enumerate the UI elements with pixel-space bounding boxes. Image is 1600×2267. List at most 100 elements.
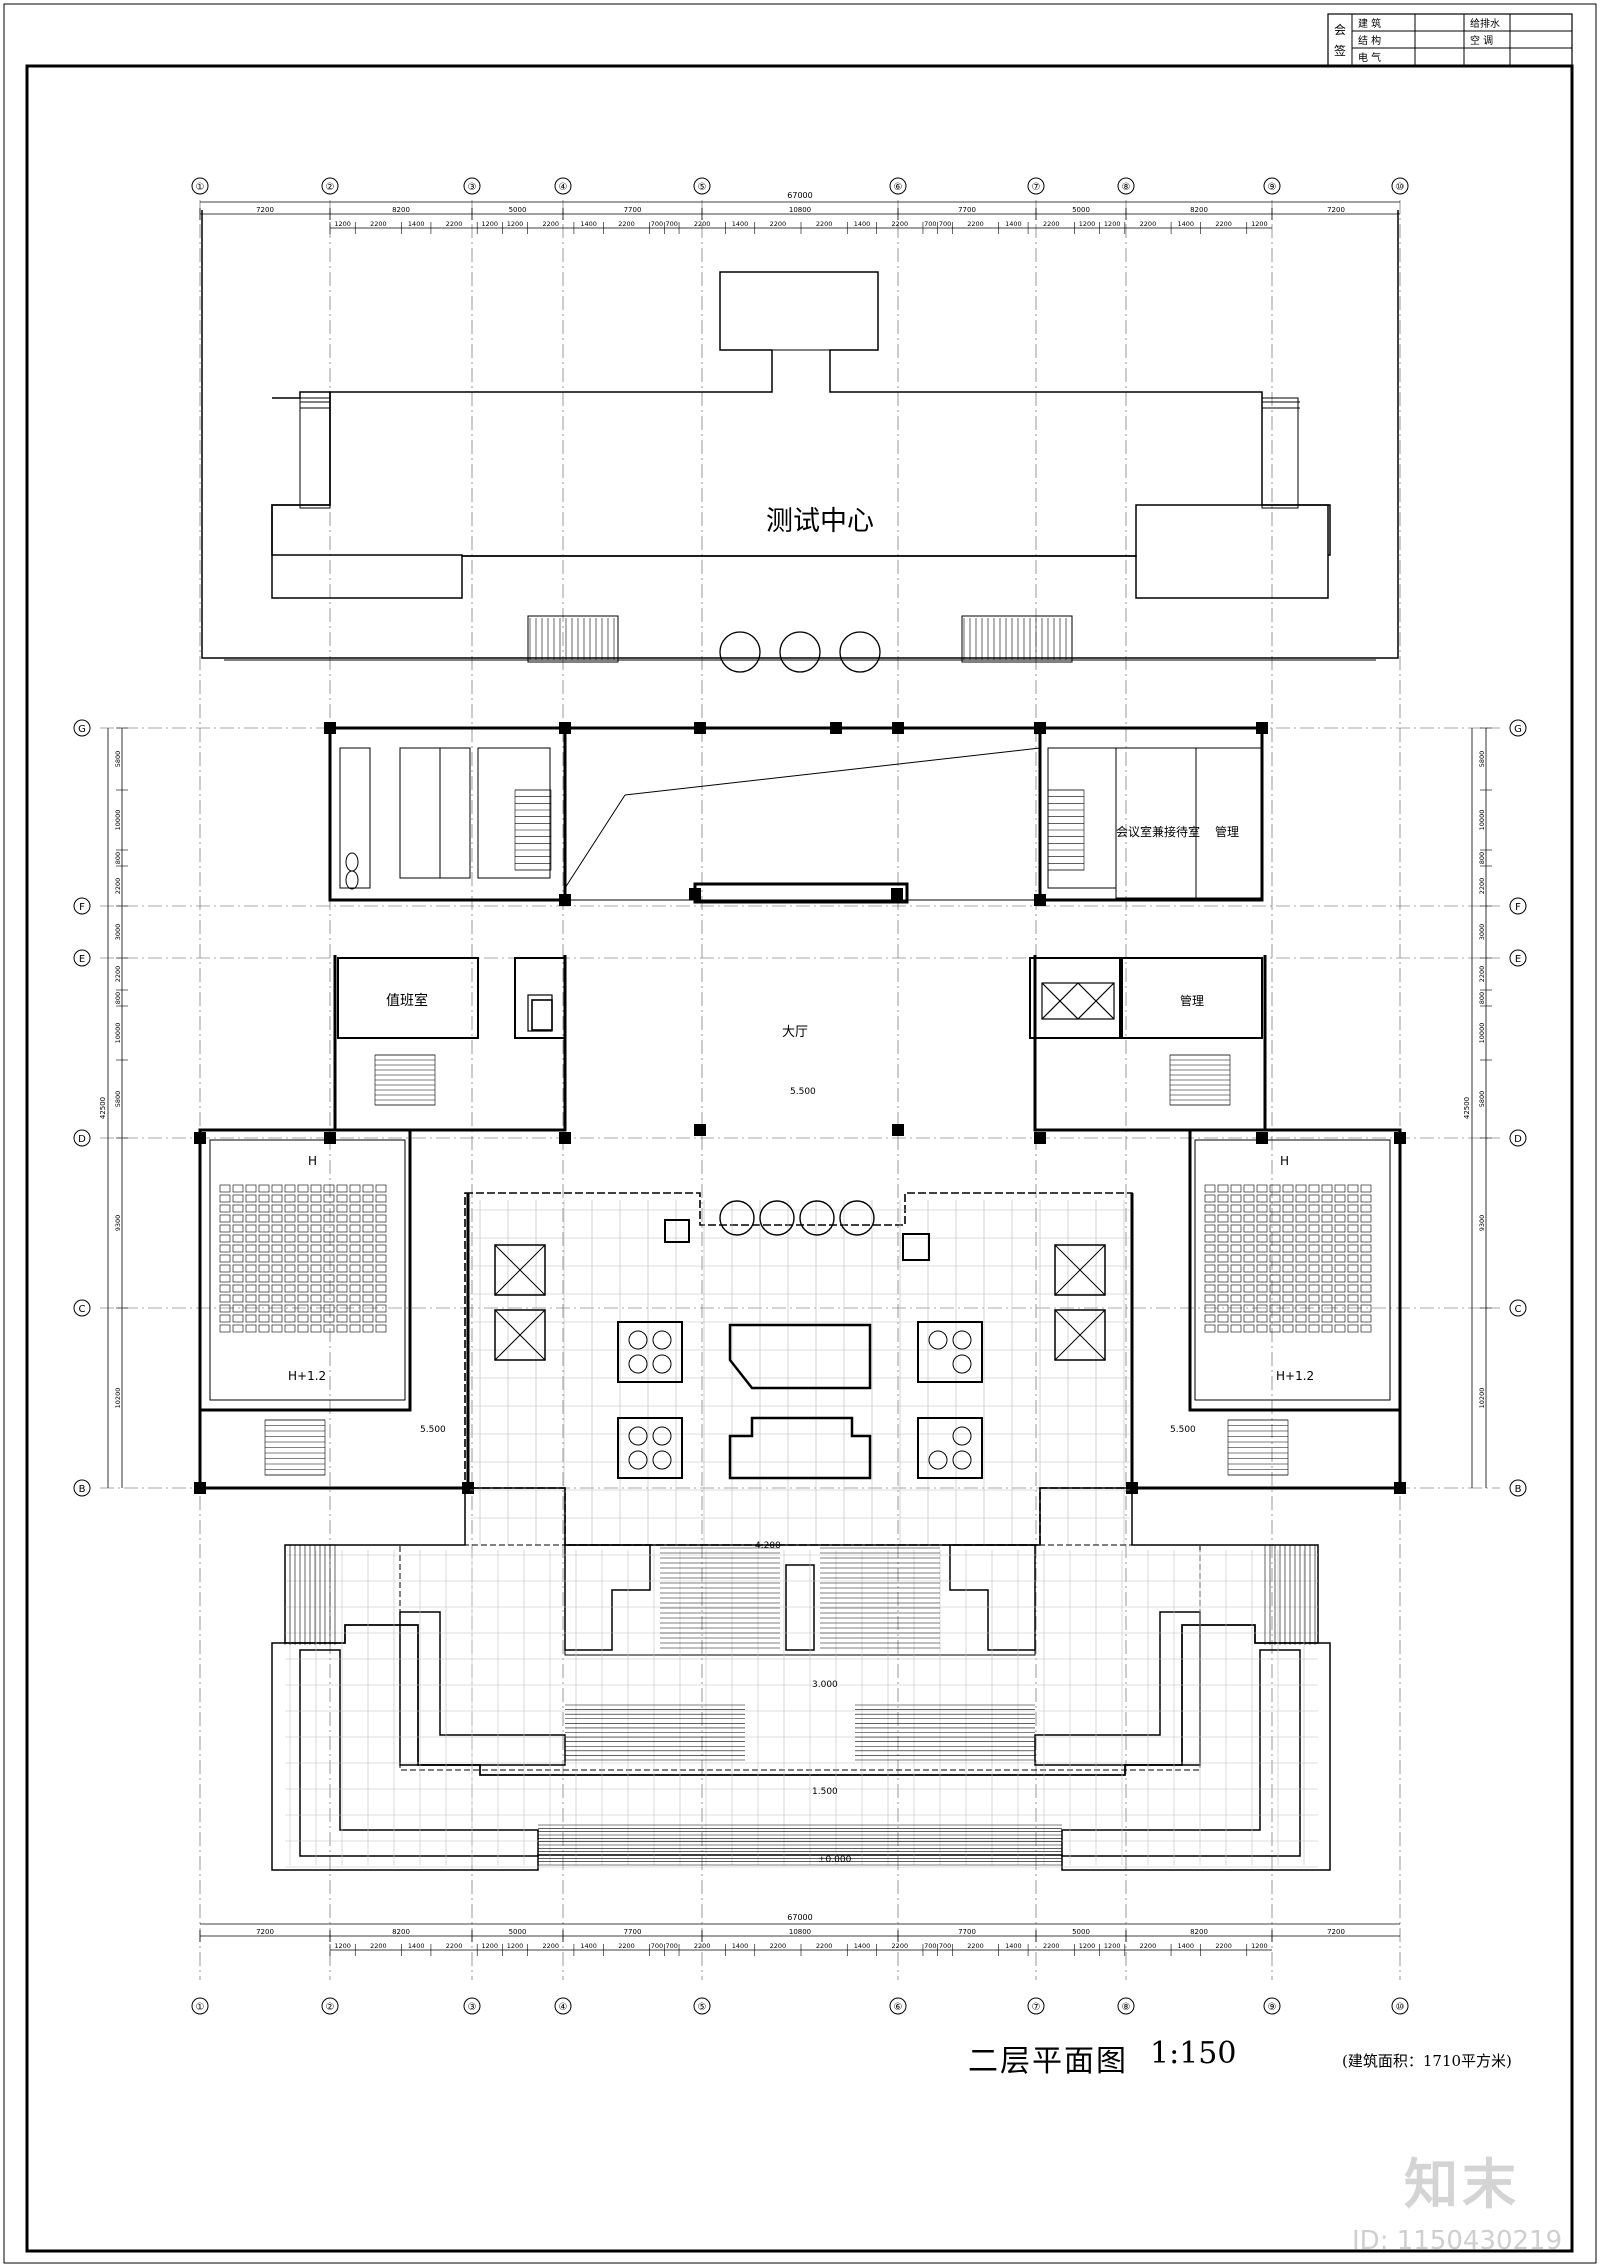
brand-watermark: 知末 bbox=[1404, 2153, 1520, 2216]
axis-bubble-left-B: B bbox=[73, 1479, 91, 1497]
dim-top-bay-5: 10800 bbox=[789, 206, 811, 214]
dim-top-sub-5: 1200 bbox=[482, 220, 499, 228]
column-5 bbox=[892, 722, 904, 734]
dim-top-sub-21: 1400 bbox=[1005, 220, 1022, 228]
dim-bottom-sub-19: 700 bbox=[939, 1942, 951, 1950]
column-18 bbox=[194, 1132, 206, 1144]
dim-left-seg-5: 3000 bbox=[114, 924, 122, 941]
inner-frame bbox=[25, 64, 1574, 2253]
svg-text:⑤: ⑤ bbox=[698, 2002, 707, 2013]
dim-bottom-sub-4: 2200 bbox=[446, 1942, 463, 1950]
dim-left-seg-8: 10000 bbox=[114, 1023, 122, 1044]
dim-right-seg-10: 9300 bbox=[1478, 1215, 1486, 1232]
svg-text:⑨: ⑨ bbox=[1268, 182, 1277, 193]
dim-top-sub-2: 2200 bbox=[370, 220, 387, 228]
main-building-walls bbox=[198, 726, 1402, 1490]
level-markers: 5.500 5.500 5.500 4.200 3.000 1.500 ±0.0… bbox=[420, 1087, 1196, 1865]
dim-right-seg-4: 2200 bbox=[1478, 878, 1486, 895]
dim-top-sub-23: 1200 bbox=[1079, 220, 1096, 228]
svg-text:⑥: ⑥ bbox=[894, 182, 903, 193]
dim-top-sub-9: 2200 bbox=[618, 220, 635, 228]
axis-bubble-bottom-5: ⑤ bbox=[693, 1997, 711, 2015]
lecture-seating-right bbox=[1204, 1184, 1372, 1333]
lecture-right-stage: H bbox=[1280, 1154, 1289, 1168]
column-12 bbox=[559, 1132, 571, 1144]
dim-top-bay-1: 7200 bbox=[256, 206, 274, 214]
dim-left-seg-9: 5800 bbox=[114, 1091, 122, 1108]
dim-bottom-sub-18: 700 bbox=[924, 1942, 936, 1950]
dim-top-sub-6: 1200 bbox=[507, 220, 524, 228]
svg-text:C: C bbox=[1515, 1304, 1522, 1315]
dim-left-seg-6: 2200 bbox=[114, 966, 122, 983]
dim-bottom-sub-16: 1400 bbox=[854, 1942, 871, 1950]
dim-top-sub-10: 700 bbox=[651, 220, 663, 228]
axis-bubble-bottom-2: ② bbox=[321, 1997, 339, 2015]
dim-bottom-bay-1: 7200 bbox=[256, 1928, 274, 1936]
dim-right-seg-1: 5800 bbox=[1478, 751, 1486, 768]
dim-right-seg-8: 10000 bbox=[1478, 1023, 1486, 1044]
dim-bottom-sub-26: 1400 bbox=[1178, 1942, 1195, 1950]
dim-bottom-sub-12: 2200 bbox=[694, 1942, 711, 1950]
dim-top-bay-2: 8200 bbox=[392, 206, 410, 214]
dim-right-seg-3: 800 bbox=[1478, 852, 1486, 864]
dim-bottom-sub-2: 2200 bbox=[370, 1942, 387, 1950]
axis-bubble-left-E: E bbox=[73, 949, 91, 967]
dim-bottom-overall: 67000 bbox=[787, 1913, 812, 1922]
dim-top-overall: 67000 bbox=[787, 191, 812, 200]
svg-text:D: D bbox=[78, 1134, 86, 1145]
dim-right-seg-7: 800 bbox=[1478, 992, 1486, 1004]
drawing-title: 二层平面图 bbox=[968, 2044, 1128, 2079]
axis-bubble-bottom-8: ⑧ bbox=[1117, 1997, 1135, 2015]
axis-bubble-right-F: F bbox=[1509, 897, 1527, 915]
dim-bottom-sub-21: 1400 bbox=[1005, 1942, 1022, 1950]
svg-text:F: F bbox=[1515, 902, 1521, 913]
dim-bottom-sub-20: 2200 bbox=[967, 1942, 984, 1950]
dim-top-sub-3: 1400 bbox=[408, 220, 425, 228]
svg-text:B: B bbox=[79, 1484, 86, 1495]
dim-top-bay-8: 8200 bbox=[1190, 206, 1208, 214]
axis-bubble-bottom-7: ⑦ bbox=[1027, 1997, 1045, 2015]
svg-text:F: F bbox=[79, 902, 85, 913]
dim-top-bay-3: 5000 bbox=[509, 206, 527, 214]
dim-bottom-sub-24: 1200 bbox=[1104, 1942, 1121, 1950]
room-label-management-1: 管理 bbox=[1215, 824, 1239, 839]
dim-left-seg-1: 5800 bbox=[114, 751, 122, 768]
svg-text:⑧: ⑧ bbox=[1122, 182, 1131, 193]
signoff-table: 会 签 建 筑 结 构 电 气 给排水 空 调 bbox=[1327, 13, 1573, 67]
terrace-paving-grid bbox=[285, 1550, 1318, 1868]
axis-bubble-right-E: E bbox=[1509, 949, 1527, 967]
dim-right-seg-6: 2200 bbox=[1478, 966, 1486, 983]
axis-bubble-bottom-4: ④ bbox=[554, 1997, 572, 2015]
column-2 bbox=[559, 722, 571, 734]
dim-bottom-bay-8: 8200 bbox=[1190, 1928, 1208, 1936]
dim-bottom-sub-9: 2200 bbox=[618, 1942, 635, 1950]
room-label-hall: 大厅 bbox=[782, 1025, 808, 1040]
dim-bottom-sub-6: 1200 bbox=[507, 1942, 524, 1950]
structural-columns bbox=[194, 722, 1406, 1494]
dimension-chain-right: 4250058001000080022003000220080010000580… bbox=[1463, 727, 1492, 1488]
dim-top-sub-12: 2200 bbox=[694, 220, 711, 228]
dim-bottom-sub-15: 2200 bbox=[816, 1942, 833, 1950]
level-left-wing: 5.500 bbox=[420, 1425, 446, 1435]
dim-bottom-sub-23: 1200 bbox=[1079, 1942, 1096, 1950]
column-7 bbox=[1256, 722, 1268, 734]
column-9 bbox=[689, 888, 701, 900]
svg-text:⑦: ⑦ bbox=[1032, 182, 1041, 193]
dim-left-seg-3: 800 bbox=[114, 852, 122, 864]
svg-text:⑧: ⑧ bbox=[1122, 2002, 1131, 2013]
column-16 bbox=[324, 1132, 336, 1144]
signoff-row1-right: 给排水 bbox=[1470, 17, 1500, 30]
lecture-right-rear: H+1.2 bbox=[1276, 1369, 1314, 1383]
dim-bottom-bay-2: 8200 bbox=[392, 1928, 410, 1936]
column-17 bbox=[1256, 1132, 1268, 1144]
signoff-label-1: 会 bbox=[1334, 23, 1346, 37]
room-label-meeting: 会议室兼接待室 bbox=[1116, 824, 1200, 839]
signoff-row3-left: 电 气 bbox=[1358, 51, 1381, 64]
building-area-note: (建筑面积：1710平方米) bbox=[1342, 2052, 1512, 2070]
column-21 bbox=[1394, 1482, 1406, 1494]
column-20 bbox=[194, 1482, 206, 1494]
axis-bubble-left-G: G bbox=[73, 719, 91, 737]
dim-bottom-sub-11: 700 bbox=[665, 1942, 677, 1950]
svg-text:②: ② bbox=[326, 2002, 335, 2013]
